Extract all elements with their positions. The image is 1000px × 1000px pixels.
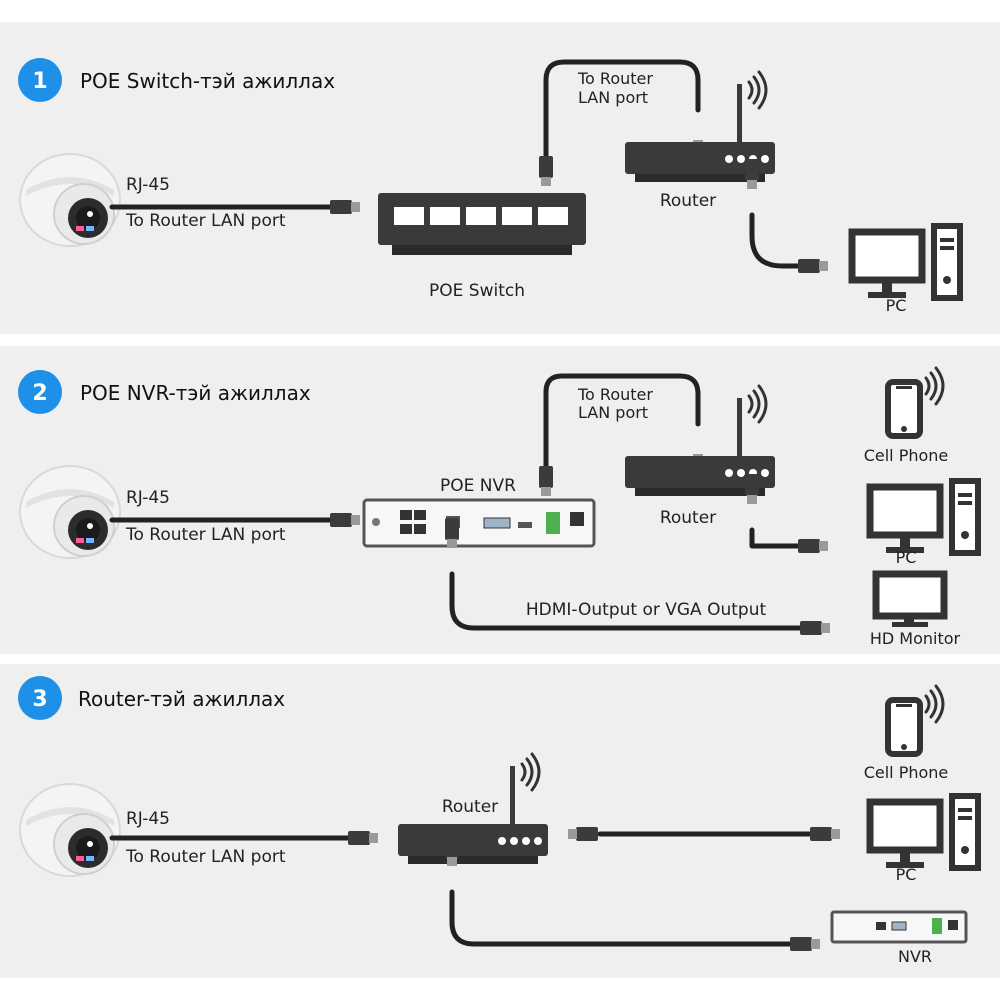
step-badge-2 — [18, 370, 62, 414]
step-badge-1 — [18, 58, 62, 102]
rj45-plug-icon — [348, 831, 378, 845]
router-label: Router — [660, 508, 716, 528]
uplink-cable — [543, 59, 701, 163]
hdmi-cable — [449, 571, 803, 631]
camera-port-label: To Router LAN port — [125, 847, 286, 867]
pc-plug-icon — [798, 539, 828, 553]
rj45-plug-icon — [330, 200, 360, 214]
hd-monitor-label: HD Monitor — [870, 629, 961, 648]
nvr-label: NVR — [898, 947, 932, 966]
uplink-label-2: LAN port — [578, 403, 648, 422]
step-number-1: 1 — [32, 69, 47, 94]
uplink-plug-icon — [539, 466, 553, 496]
uplink-label-1: To Router — [577, 69, 653, 88]
hdmi-label: HDMI-Output or VGA Output — [526, 600, 767, 620]
pc-cable — [749, 527, 801, 549]
camera-port-label: To Router LAN port — [125, 525, 286, 545]
poe-switch-label: POE Switch — [429, 281, 525, 301]
panel-1-background — [0, 22, 1000, 334]
uplink-label-1: To Router — [577, 385, 653, 404]
rj45-label: RJ-45 — [126, 809, 170, 829]
router-nvr-plug-icon — [445, 836, 459, 866]
uplink-plug-icon — [539, 156, 553, 186]
pc-plug-icon — [810, 827, 840, 841]
section-3-heading: Router-тэй ажиллах — [78, 687, 285, 711]
step-number-2: 2 — [32, 381, 47, 406]
pc-label: PC — [896, 548, 917, 567]
section-3: 3 Router-тэй ажиллах RJ-45 To Router LAN… — [0, 664, 1000, 978]
uplink-cable — [543, 373, 701, 473]
camera-icon — [19, 153, 121, 247]
poe-switch-icon — [378, 193, 586, 255]
pc-cable — [749, 212, 801, 269]
router-label: Router — [442, 797, 498, 817]
cell-phone-label: Cell Phone — [864, 763, 949, 782]
section-1: 1 POE Switch-тэй ажиллах RJ-45 To Router… — [0, 22, 1000, 334]
step-number-3: 3 — [32, 687, 47, 712]
router-pc-plug-icon — [745, 474, 759, 504]
pc-label: PC — [896, 865, 917, 884]
step-badge-3 — [18, 676, 62, 720]
hd-monitor-icon — [872, 570, 948, 627]
router-label: Router — [660, 191, 716, 211]
rj45-label: RJ-45 — [126, 175, 170, 195]
pc-label: PC — [886, 296, 907, 315]
section-2: 2 POE NVR-тэй ажиллах RJ-45 To Router LA… — [0, 346, 1000, 654]
camera-icon — [19, 783, 121, 877]
section-2-heading: POE NVR-тэй ажиллах — [80, 381, 311, 405]
router-pc-plug-icon — [745, 159, 759, 189]
nvr-cable — [449, 889, 793, 947]
nvr-icon — [830, 910, 968, 944]
nvr-plug-icon — [790, 937, 820, 951]
rj45-label: RJ-45 — [126, 488, 170, 508]
camera-port-label: To Router LAN port — [125, 211, 286, 231]
router-pc-plug-icon — [568, 827, 598, 841]
poe-nvr-icon — [362, 498, 596, 548]
uplink-label-2: LAN port — [578, 88, 648, 107]
rj45-plug-icon — [330, 513, 360, 527]
monitor-plug-icon — [800, 621, 830, 635]
camera-icon — [19, 465, 121, 559]
pc-plug-icon — [798, 259, 828, 273]
poe-nvr-label: POE NVR — [440, 476, 516, 496]
section-1-heading: POE Switch-тэй ажиллах — [80, 69, 335, 93]
hdmi-plug-icon — [445, 518, 459, 548]
cell-phone-label: Cell Phone — [864, 446, 949, 465]
